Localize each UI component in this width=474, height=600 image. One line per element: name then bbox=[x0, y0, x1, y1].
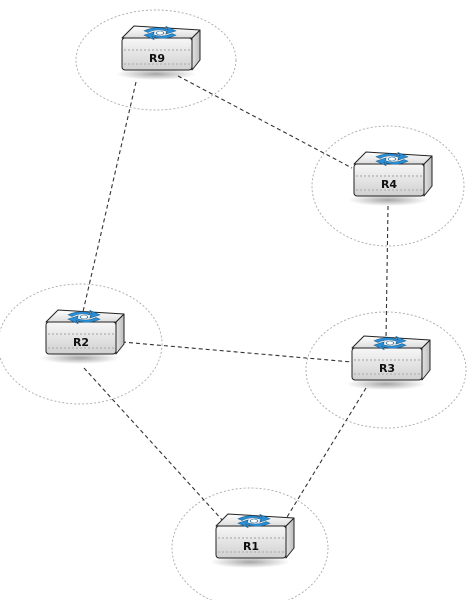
link-r2-r3 bbox=[121, 341, 353, 363]
range-circle-r3 bbox=[305, 311, 467, 429]
link-r9-r4 bbox=[177, 75, 353, 169]
router-arrows-icon bbox=[375, 151, 409, 167]
router-arrows-icon bbox=[67, 309, 101, 325]
range-circle-r4 bbox=[311, 125, 465, 247]
router-label-r9: R9 bbox=[149, 52, 165, 65]
link-r2-r1 bbox=[83, 367, 225, 523]
router-arrows-icon bbox=[143, 25, 177, 41]
router-r3[interactable]: R3 bbox=[346, 335, 431, 390]
range-circles bbox=[0, 9, 467, 600]
link-r3-r1 bbox=[283, 387, 367, 523]
router-shadow bbox=[346, 378, 426, 390]
router-arrows-icon bbox=[237, 513, 271, 529]
router-label-r4: R4 bbox=[381, 178, 397, 191]
range-circle-r1 bbox=[171, 487, 329, 600]
router-arrows-icon bbox=[373, 335, 407, 351]
router-r1[interactable]: R1 bbox=[210, 513, 295, 568]
links bbox=[81, 75, 389, 523]
router-label-r3: R3 bbox=[379, 362, 395, 375]
router-shadow bbox=[348, 194, 428, 206]
link-r4-r3 bbox=[385, 205, 389, 341]
router-front-face bbox=[351, 347, 423, 381]
router-shadow bbox=[116, 68, 196, 80]
router-front-face bbox=[353, 163, 425, 197]
router-shadow bbox=[40, 352, 120, 364]
router-front-face bbox=[215, 525, 287, 559]
router-front-face bbox=[45, 321, 117, 355]
router-front-face bbox=[121, 37, 193, 71]
range-circle-r9 bbox=[75, 9, 237, 111]
router-r9[interactable]: R9 bbox=[116, 25, 201, 80]
router-label-r1: R1 bbox=[243, 540, 259, 553]
router-r2[interactable]: R2 bbox=[40, 309, 125, 364]
range-circle-r2 bbox=[0, 283, 163, 405]
link-r9-r2 bbox=[81, 81, 137, 317]
router-label-r2: R2 bbox=[73, 336, 89, 349]
router-shadow bbox=[210, 556, 290, 568]
router-r4[interactable]: R4 bbox=[348, 151, 433, 206]
